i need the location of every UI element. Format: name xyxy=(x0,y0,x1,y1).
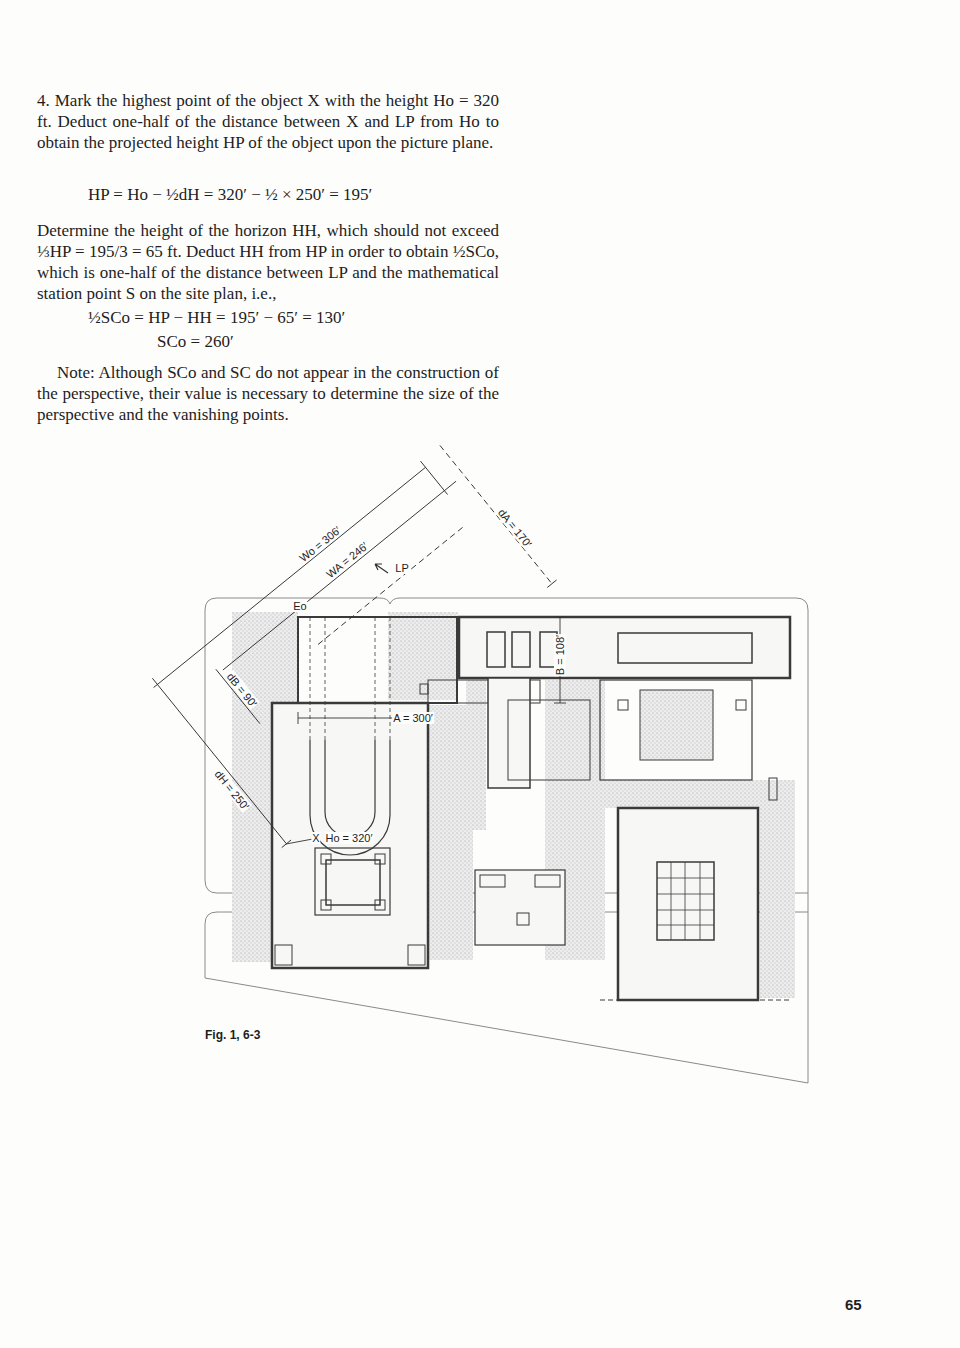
building-outline xyxy=(325,740,375,837)
dimension-line xyxy=(282,840,291,848)
site-boundary xyxy=(205,598,808,1083)
stippled-ground xyxy=(640,690,713,760)
building-outline xyxy=(272,703,428,968)
dimension-label: WA = 246′ xyxy=(323,539,371,581)
building-outline xyxy=(298,617,457,703)
page-number: 65 xyxy=(845,1296,862,1313)
building-outline xyxy=(420,684,428,694)
building-outline xyxy=(459,617,790,678)
dimension-label: A = 300′ xyxy=(392,712,434,724)
building-outline xyxy=(375,900,385,910)
building-outline xyxy=(310,740,390,855)
stippled-ground xyxy=(232,612,795,998)
dimension-label: dH = 250′ xyxy=(212,767,252,813)
dimension-line xyxy=(375,564,388,573)
site-boundary xyxy=(205,598,808,1083)
figure-caption: Fig. 1, 6-3 xyxy=(205,1028,260,1042)
building-outline xyxy=(488,678,530,788)
building-outline xyxy=(480,875,505,887)
body-paragraph: Determine the height of the horizon HH, … xyxy=(37,220,499,304)
body-paragraph: 4. Mark the highest point of the object … xyxy=(37,90,499,153)
dimension-line xyxy=(554,617,566,703)
building-outline xyxy=(618,700,628,710)
building-outline xyxy=(769,778,777,800)
dimension-line xyxy=(440,445,552,583)
point-label: Eo xyxy=(292,600,307,612)
dimension-line xyxy=(420,461,447,494)
dimension-line xyxy=(216,669,260,723)
stippled-ground xyxy=(388,612,458,700)
building-outline xyxy=(321,854,331,864)
dimension-line xyxy=(152,678,286,844)
building-outline xyxy=(310,617,390,740)
dimension-line xyxy=(154,467,426,687)
dimension-label: B = 108′ xyxy=(554,634,566,676)
equation: SCo = 260′ xyxy=(157,331,234,352)
dimension-line xyxy=(148,442,579,848)
building-outline xyxy=(408,945,425,965)
point-label: X xyxy=(311,832,320,844)
height-label: Ho = 320′ xyxy=(324,832,373,844)
building-outline xyxy=(657,862,714,940)
building-outline xyxy=(600,680,752,780)
building-outline xyxy=(315,848,390,915)
building-outline xyxy=(657,862,714,940)
note-paragraph: Note: Although SCo and SC do not appear … xyxy=(37,362,499,425)
building-outline xyxy=(475,870,565,945)
equation: ½SCo = HP − HH = 195′ − 65′ = 130′ xyxy=(88,307,345,328)
building-outline xyxy=(326,860,380,905)
building-outline xyxy=(487,632,505,667)
dimension-line xyxy=(318,525,466,645)
building-outline xyxy=(272,617,790,1000)
building-outline xyxy=(512,632,530,667)
building-outline xyxy=(517,913,529,925)
building-outline xyxy=(535,875,560,887)
building-outline xyxy=(600,1000,790,1001)
dimension-label: dA = 170′ xyxy=(495,506,534,551)
dimension-line xyxy=(223,481,456,670)
stippled-ground xyxy=(760,808,795,998)
dimension-label: dB = 90′ xyxy=(224,670,260,710)
building-outline xyxy=(618,633,752,663)
building-outline xyxy=(508,700,590,780)
line-label: LP xyxy=(394,562,409,574)
building-outline xyxy=(640,690,713,760)
building-outline xyxy=(736,700,746,710)
building-outline xyxy=(375,854,385,864)
building-outline xyxy=(618,808,758,1000)
building-outline xyxy=(321,900,331,910)
equation: HP = Ho − ½dH = 320′ − ½ × 250′ = 195′ xyxy=(88,184,372,205)
stippled-ground xyxy=(605,780,795,808)
dimension-label: Wo = 306′ xyxy=(296,523,343,565)
dimension-line xyxy=(148,442,579,848)
dimension-line xyxy=(547,580,556,588)
building-outline xyxy=(275,945,292,965)
